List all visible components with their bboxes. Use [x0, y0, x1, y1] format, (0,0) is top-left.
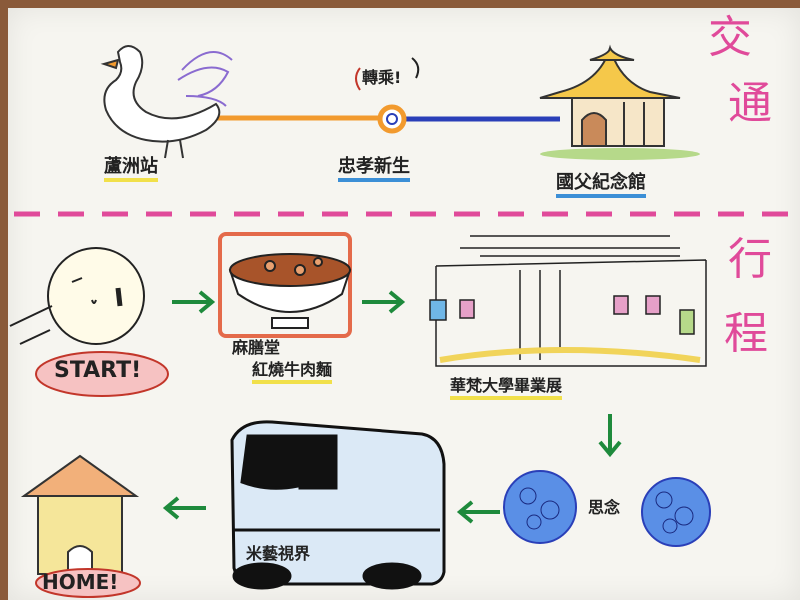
transfer-note-label: 轉乘! — [362, 68, 402, 87]
station-luzhou-label: 蘆洲站 — [104, 152, 158, 182]
start-badge — [35, 351, 169, 397]
heading-itinerary-char2: 程 — [724, 308, 768, 359]
start-label: START! — [54, 358, 142, 383]
station-memorial-label: 國父紀念館 — [556, 168, 646, 198]
arrows — [162, 290, 622, 524]
exhibition-hall-icon — [429, 235, 707, 367]
noodle-bowl-icon — [218, 232, 352, 338]
memorial-hall-icon — [539, 44, 700, 160]
house-icon — [20, 454, 140, 575]
heading-itinerary-char1: 行 — [728, 234, 772, 285]
food-dish-label: 紅燒牛肉麵 — [252, 356, 333, 384]
bus-label: 米藝視界 — [246, 544, 311, 563]
bubble-left-icon — [503, 470, 577, 544]
home-label: HOME! — [42, 570, 119, 594]
home-badge — [35, 568, 141, 598]
goose-icon — [100, 45, 233, 159]
bus-icon — [230, 420, 446, 590]
station-transfer-label: 忠孝新生 — [338, 152, 410, 182]
expo-label: 華梵大學畢業展 — [450, 372, 563, 400]
food-place-label: 麻膳堂 — [232, 338, 281, 357]
heading-transport-char1: 交 — [708, 12, 752, 63]
sun-face-icon — [9, 247, 145, 345]
thinking-label: 思念 — [588, 498, 621, 517]
heading-transport-char2: 通 — [728, 78, 772, 129]
